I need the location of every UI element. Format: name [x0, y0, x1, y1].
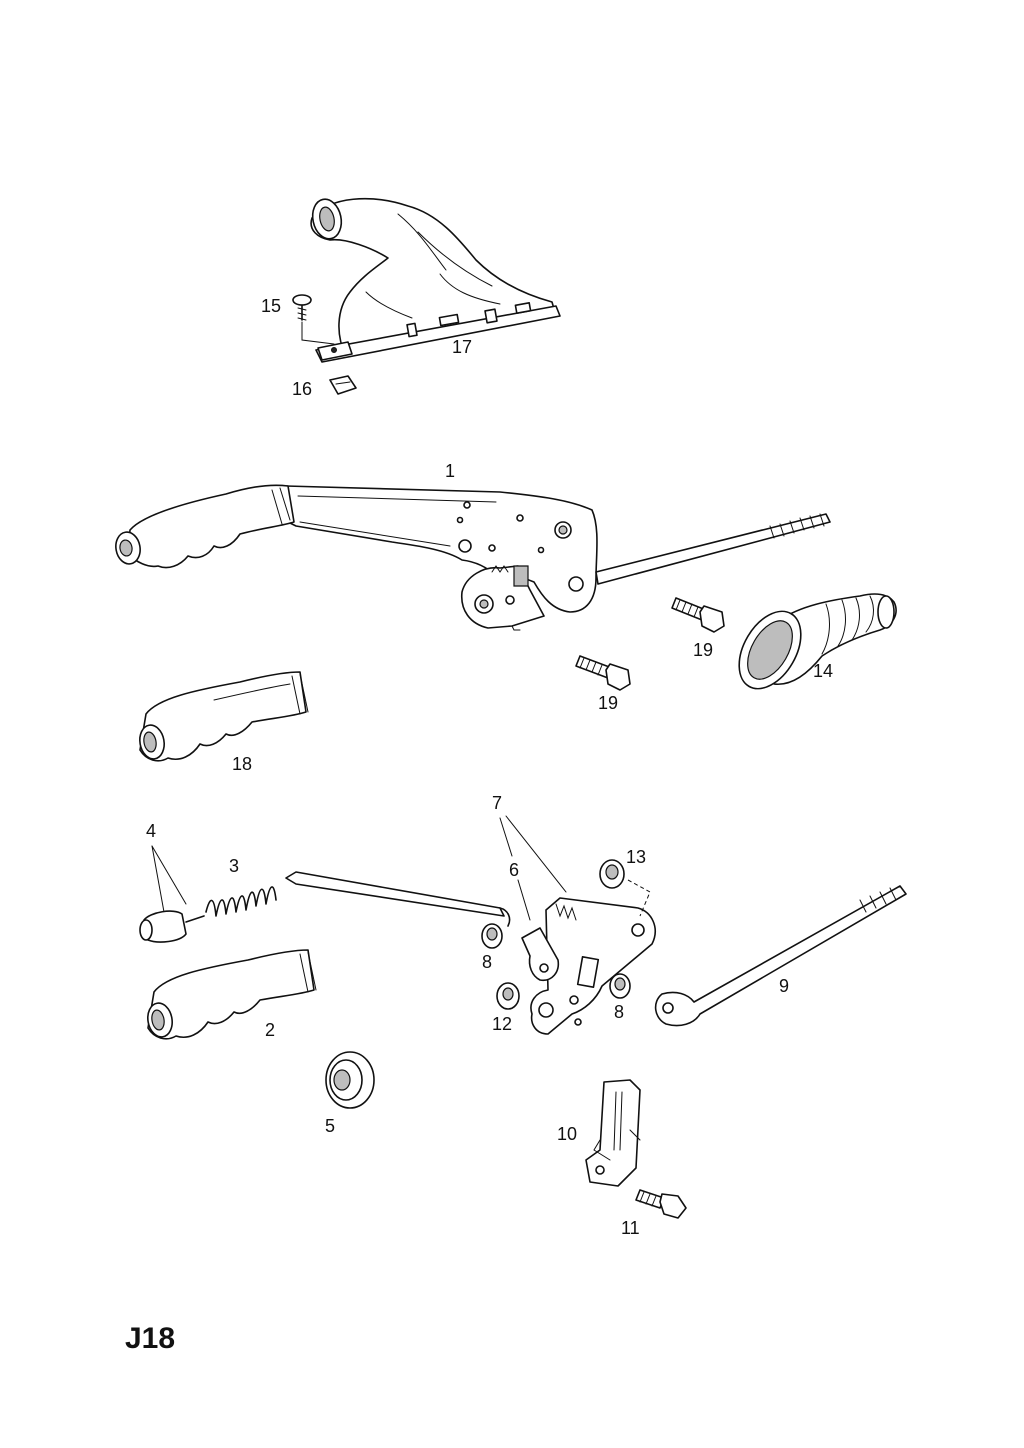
- part-12-bush: [497, 983, 519, 1009]
- callout-15: 15: [261, 296, 282, 316]
- part-7-ratchet-plate: [531, 898, 655, 1034]
- callout-2: 2: [265, 1020, 276, 1040]
- callout-7: 7: [492, 793, 503, 813]
- part-17-gaiter: [309, 197, 560, 362]
- callout-5: 5: [325, 1116, 336, 1136]
- diagram-reference-code: J18: [125, 1322, 176, 1355]
- callout-4: 4: [146, 821, 157, 841]
- callout-13: 13: [626, 847, 647, 867]
- part-10-bracket: [586, 1080, 640, 1186]
- part-2-grip: [145, 950, 316, 1039]
- callout-17: 17: [452, 337, 473, 357]
- callout-18: 18: [232, 754, 253, 774]
- callout-8-left: 8: [482, 952, 493, 972]
- callout-12: 12: [492, 1014, 513, 1034]
- part-1-lever-assembly: [113, 485, 830, 630]
- callout-6: 6: [509, 860, 520, 880]
- part-18-grip: [137, 672, 308, 761]
- part-11-bolt: [636, 1190, 686, 1218]
- part-8-bush-left: [482, 924, 502, 948]
- callout-8-right: 8: [614, 1002, 625, 1022]
- part-16-clip-nut: [330, 376, 356, 394]
- part-5-bush: [326, 1052, 374, 1108]
- callout-11: 11: [621, 1218, 640, 1238]
- part-19-bolt-lower: [576, 656, 630, 690]
- callout-1: 1: [445, 461, 456, 481]
- part-14-bellows-boot: [726, 594, 896, 699]
- callout-3: 3: [229, 856, 240, 876]
- part-19-bolt-upper: [672, 598, 724, 632]
- part-15-screw: [293, 295, 334, 344]
- part-8-bush-right: [610, 974, 630, 998]
- callout-10: 10: [557, 1124, 578, 1144]
- part-4-push-button: [140, 846, 204, 942]
- part-7-leader-lines: [500, 816, 566, 920]
- callout-19-upper: 19: [693, 640, 714, 660]
- part-6-pawl: [522, 928, 558, 980]
- callout-16: 16: [292, 379, 313, 399]
- part-13-bush: [600, 860, 650, 916]
- callout-19-lower: 19: [598, 693, 619, 713]
- callout-14: 14: [813, 661, 834, 681]
- callout-9: 9: [779, 976, 790, 996]
- part-9-pull-rod: [656, 886, 906, 1026]
- part-3-spring-rod: [206, 872, 510, 926]
